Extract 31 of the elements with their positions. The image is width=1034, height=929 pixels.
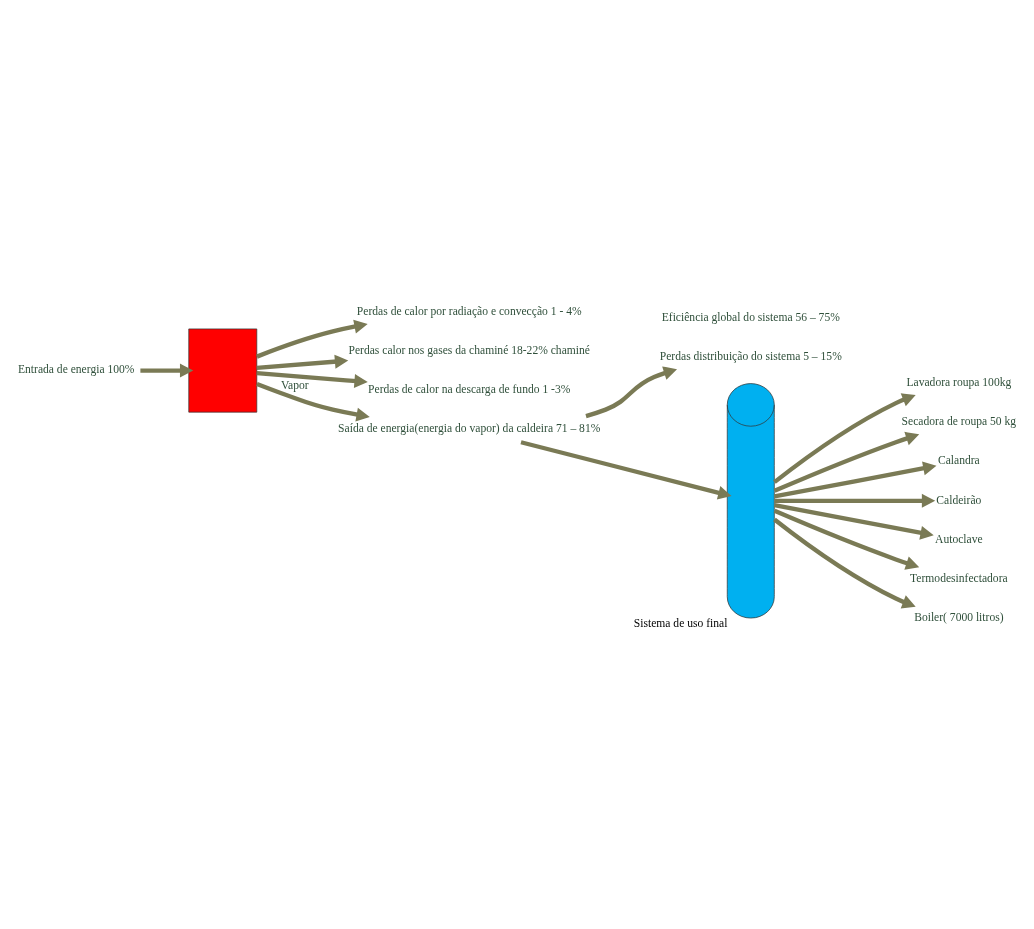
node-text: Perdas calor nos gases da chaminé 18-22% chaminé (348, 343, 590, 357)
node-text: Entrada de energia 100% (17, 362, 135, 376)
arrow (256, 370, 368, 388)
node-text: Autoclave (935, 532, 983, 546)
node-text: Perdas de calor na descarga de fundo 1 -3% (368, 382, 571, 396)
arrow (774, 493, 936, 508)
arrow (520, 439, 732, 500)
arrow (774, 460, 937, 499)
node-text: Secadora de roupa 50 kg (901, 414, 1017, 428)
node-text: Calandra (937, 453, 980, 467)
arrow (256, 319, 368, 359)
node-text: Boiler( 7000 litros) (914, 610, 1004, 624)
edge-label: Vapor (280, 378, 309, 392)
arrow (140, 363, 194, 378)
arrow (256, 354, 349, 370)
node-text: Termodesinfectadora (910, 571, 1008, 585)
arrow (256, 381, 370, 421)
arrow (585, 365, 678, 418)
arrow (773, 431, 920, 493)
node-text: Lavadora roupa 100kg (906, 375, 1012, 389)
node-text: Caldeirão (936, 493, 982, 507)
node-text: Perdas distribuição do sistema 5 – 15% (659, 349, 842, 363)
arrow (773, 508, 920, 570)
node-text: Perdas de calor por radiação e convecção 1 - 4% (356, 304, 582, 318)
node-box (188, 328, 258, 413)
arrow (774, 502, 934, 540)
node-text: Saída de energia(energia do vapor) da caldeira 71 – 81% (338, 421, 601, 435)
arrow (773, 392, 916, 484)
node-label: Sistema de uso final (633, 616, 728, 630)
label: Eficiência global do sistema 56 – 75% (661, 310, 840, 324)
arrow (773, 517, 916, 608)
